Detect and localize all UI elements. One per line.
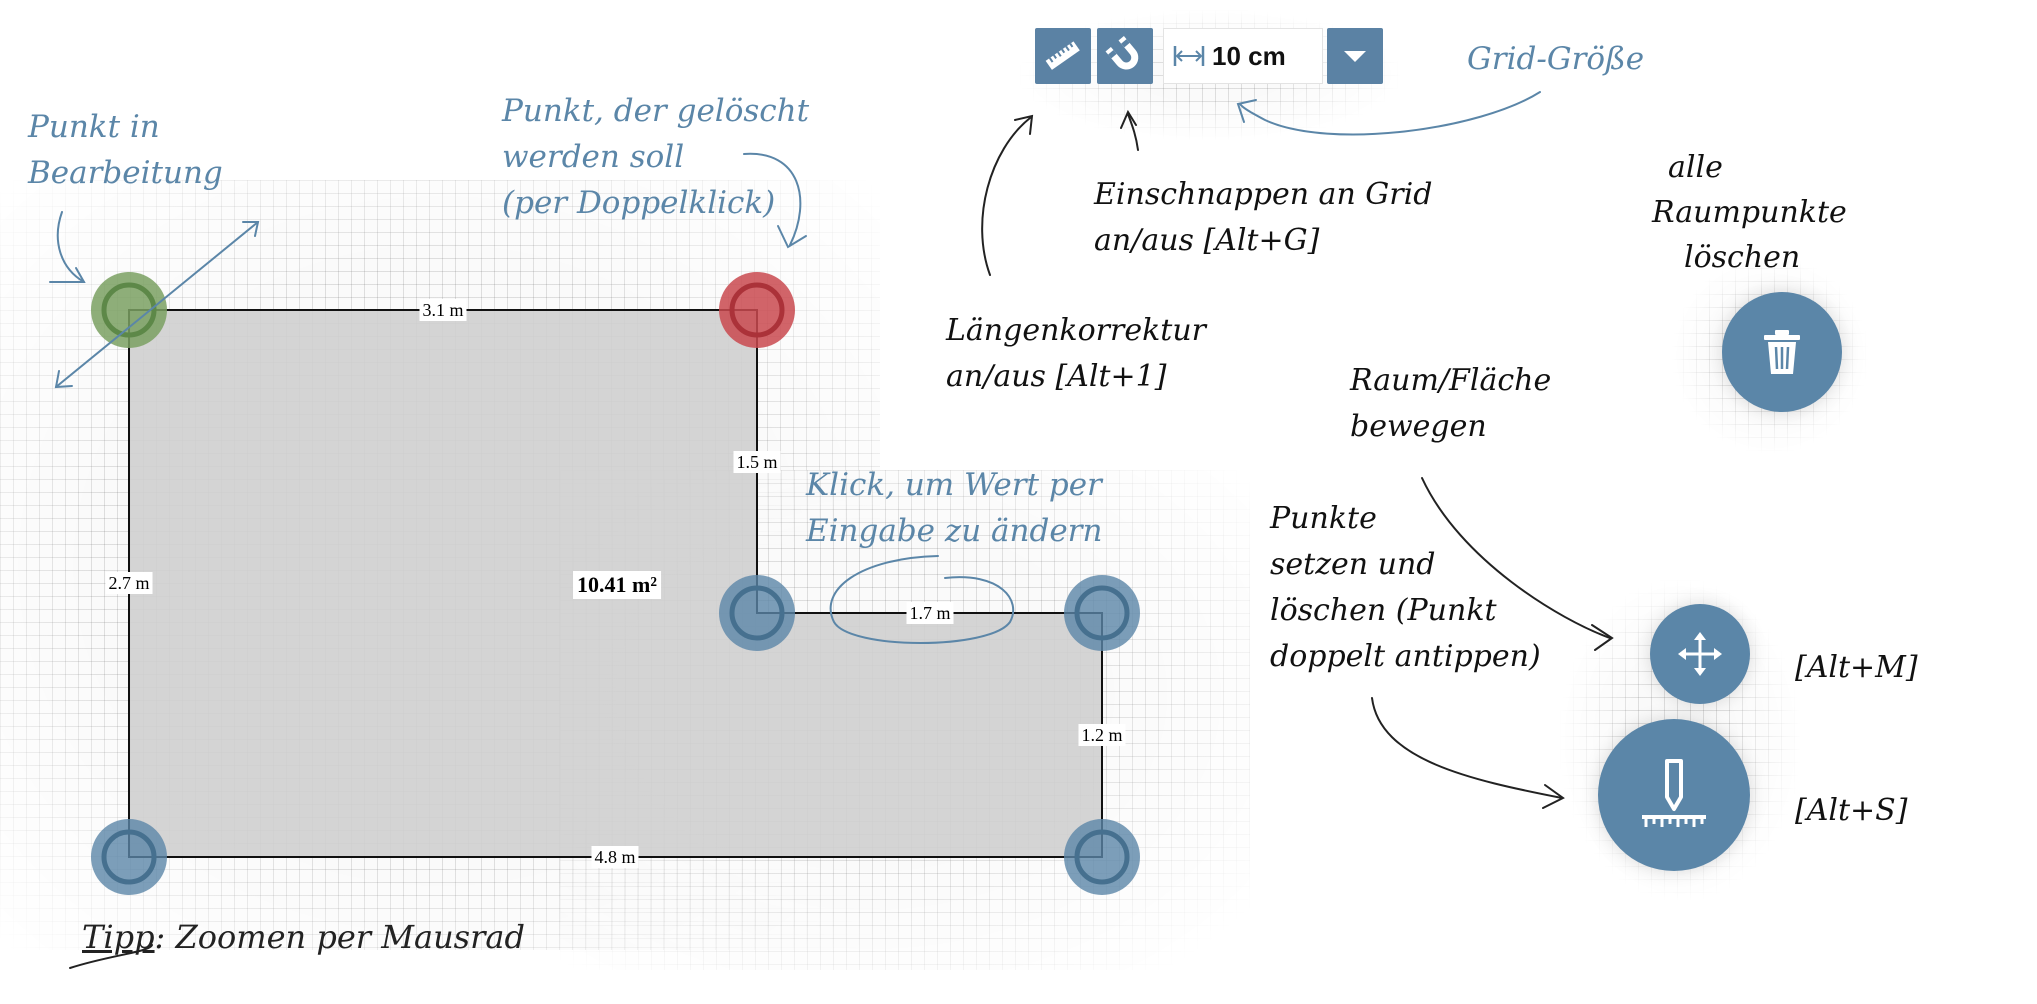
note-line: Bearbeitung — [28, 155, 223, 191]
note-line: löschen (Punkt — [1270, 593, 1497, 628]
note-line: werden soll — [502, 139, 685, 175]
note-point-editing: Punkt in Bearbeitung — [28, 104, 223, 196]
delete-all-points-button[interactable] — [1722, 292, 1842, 412]
zoom-tip: Tipp: Zoomen per Mausrad — [82, 918, 525, 956]
note-line: bewegen — [1350, 409, 1487, 444]
shortcut-set-points: [Alt+S] — [1795, 793, 1908, 828]
caret-down-icon — [1344, 51, 1366, 62]
note-line: Punkt, der gelöscht — [502, 93, 810, 129]
trash-icon — [1764, 330, 1800, 374]
room-point[interactable] — [91, 819, 167, 895]
note-snap: Einschnappen an Grid an/aus [Alt+G] — [1094, 172, 1432, 264]
grid-size-field[interactable]: 10 cm — [1163, 28, 1323, 84]
note-set-points: Punkte setzen und löschen (Punkt doppelt… — [1270, 496, 1541, 680]
note-line: Eingabe zu ändern — [806, 513, 1103, 549]
dimension-bottom[interactable]: 4.8 m — [591, 846, 639, 868]
note-line: Raum/Fläche — [1350, 363, 1552, 398]
dimension-top[interactable]: 3.1 m — [419, 299, 467, 321]
grid-size-dropdown-button[interactable] — [1327, 28, 1383, 84]
note-line: an/aus [Alt+1] — [946, 359, 1167, 394]
note-move-room: Raum/Fläche bewegen — [1350, 358, 1551, 450]
note-line: (per Doppelklick) — [502, 185, 776, 221]
room-area-label: 10.41 m² — [573, 571, 661, 599]
note-line: Einschnappen an Grid — [1094, 177, 1433, 212]
note-line: löschen — [1684, 240, 1801, 275]
ruler-icon — [1045, 41, 1080, 70]
note-delete-all: alle Raumpunkte löschen — [1652, 145, 1847, 280]
tip-prefix: Tipp — [82, 918, 155, 956]
width-arrows-icon — [1173, 46, 1205, 66]
length-correction-button[interactable] — [1035, 28, 1091, 84]
note-length-correction: Längenkorrektur an/aus [Alt+1] — [946, 308, 1206, 400]
grid-size-value: 10 cm — [1212, 40, 1286, 71]
room-point[interactable] — [1064, 575, 1140, 651]
snap-to-grid-button[interactable] — [1097, 28, 1153, 84]
move-room-button[interactable] — [1650, 604, 1750, 704]
dimension-inner-vertical[interactable]: 1.5 m — [733, 451, 781, 473]
room-point[interactable] — [1064, 819, 1140, 895]
note-line: Längenkorrektur — [946, 313, 1206, 348]
dimension-inner-horizontal[interactable]: 1.7 m — [906, 602, 954, 624]
note-line: doppelt antippen) — [1270, 639, 1541, 674]
room-point-delete[interactable] — [719, 272, 795, 348]
note-point-delete: Punkt, der gelöscht werden soll (per Dop… — [502, 88, 809, 226]
note-click-value: Klick, um Wert per Eingabe zu ändern — [806, 462, 1102, 554]
dimension-right[interactable]: 1.2 m — [1078, 724, 1126, 746]
room-point-editing[interactable] — [91, 272, 167, 348]
pen-on-ruler-icon — [1642, 759, 1706, 827]
note-line: setzen und — [1270, 547, 1436, 582]
room-point[interactable] — [719, 575, 795, 651]
dimension-left[interactable]: 2.7 m — [105, 572, 153, 594]
note-grid-size: Grid-Größe — [1467, 41, 1645, 77]
set-points-button[interactable] — [1598, 719, 1750, 871]
note-line: Raumpunkte — [1652, 195, 1847, 230]
magnet-icon — [1105, 36, 1139, 70]
note-line: an/aus [Alt+G] — [1094, 223, 1320, 258]
shortcut-move: [Alt+M] — [1795, 650, 1918, 685]
note-line: Punkt in — [28, 109, 160, 145]
note-line: Punkte — [1270, 501, 1377, 536]
move-arrows-icon — [1678, 632, 1722, 676]
note-line: Klick, um Wert per — [806, 467, 1102, 503]
note-line: alle — [1668, 150, 1723, 185]
tip-text: : Zoomen per Mausrad — [154, 918, 525, 956]
